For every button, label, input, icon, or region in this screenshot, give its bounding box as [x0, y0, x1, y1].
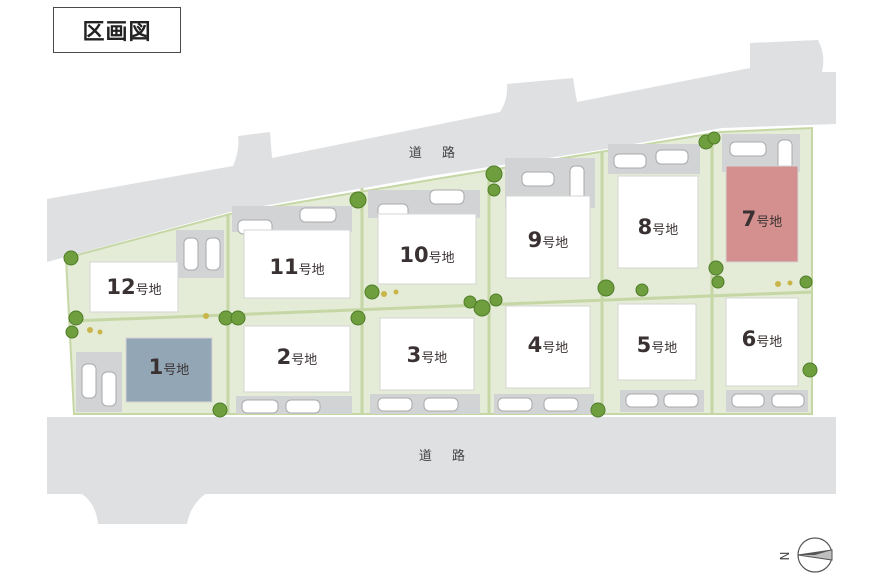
lot-10-label: 10号地: [399, 243, 454, 267]
north-road-label: 道 路: [409, 145, 463, 161]
lot-4-label: 4号地: [528, 333, 569, 357]
compass-label: N: [778, 552, 792, 561]
building-lot-8: [617, 175, 699, 269]
lot-7-label: 7号地: [742, 207, 783, 231]
north-arrow-icon: N: [778, 537, 833, 573]
parked-cars: [81, 139, 805, 414]
south-road-label: 道 路: [419, 448, 473, 464]
tree-icons: [63, 131, 818, 418]
lot-12-label: 12号地: [106, 275, 161, 299]
lot-8-label: 8号地: [638, 215, 679, 239]
buildings: [89, 165, 799, 403]
flower-bed-icons: [87, 280, 793, 335]
lot-3-label: 3号地: [407, 343, 448, 367]
building-lot-4: [505, 305, 591, 389]
building-lot-12: [89, 261, 179, 313]
building-lot-3: [379, 317, 475, 391]
lot-6-label: 6号地: [742, 327, 783, 351]
building-lot-6: [725, 297, 799, 387]
lot-5-label: 5号地: [637, 333, 678, 357]
page-title: 区画図: [53, 7, 181, 53]
building-lot-10: [377, 213, 477, 285]
lot-2-label: 2号地: [277, 345, 318, 369]
building-lot-1: [125, 337, 213, 403]
lot-9-label: 9号地: [528, 228, 569, 252]
lot-dividers: [71, 134, 813, 414]
building-lot-11: [243, 229, 351, 299]
building-lot-5: [617, 303, 697, 381]
building-lot-2: [243, 325, 351, 393]
lot-labels: 12号地 11号地 10号地 9号地 8号地 7号地 1号地 2号地 3号地 4…: [106, 207, 782, 379]
building-lot-9: [505, 195, 591, 279]
south-road: [47, 417, 836, 524]
building-lot-7: [725, 165, 799, 263]
lot-1-label: 1号地: [149, 355, 190, 379]
lot-11-label: 11号地: [269, 255, 324, 279]
